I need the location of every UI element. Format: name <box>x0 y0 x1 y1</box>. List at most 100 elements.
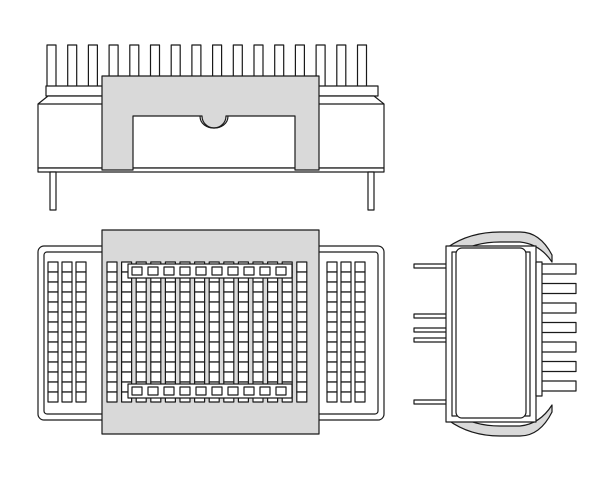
fin-cell <box>208 371 220 383</box>
side-view <box>37 44 385 211</box>
fin-cell <box>150 311 162 323</box>
fin-cell <box>296 301 308 313</box>
fin-cell <box>164 361 176 373</box>
fin-cell <box>326 341 338 353</box>
fin-cell <box>326 271 338 283</box>
fin-cell <box>106 331 118 343</box>
slot <box>275 386 287 396</box>
fin-cell <box>237 361 249 373</box>
fin-cell <box>208 301 220 313</box>
fin-cell <box>296 331 308 343</box>
fin-cell <box>47 291 59 303</box>
end-pin <box>413 327 449 333</box>
clip-slot-rows <box>127 263 293 399</box>
fin-cell <box>194 371 206 383</box>
fin-cell <box>354 281 366 293</box>
fin-cell <box>267 301 279 313</box>
fin-cell <box>252 361 264 373</box>
fin-cell <box>106 291 118 303</box>
fin-cell <box>61 381 73 393</box>
fin-cell <box>135 331 147 343</box>
fin-cell <box>135 291 147 303</box>
fin-cell <box>135 361 147 373</box>
fin-cell <box>326 371 338 383</box>
fin <box>336 44 347 88</box>
mounting-pin <box>49 171 57 211</box>
fin-cell <box>194 351 206 363</box>
fin-cell <box>106 371 118 383</box>
fin-cell <box>281 331 293 343</box>
fin-cell <box>106 261 118 273</box>
end-pins <box>413 263 449 405</box>
fin-cell <box>61 361 73 373</box>
top-view <box>37 229 385 435</box>
fin <box>356 44 368 88</box>
fin-cell <box>267 291 279 303</box>
mounting-pin <box>367 171 375 211</box>
fin-cell <box>237 281 249 293</box>
fin-cell <box>120 291 133 303</box>
fin-cell <box>106 311 118 323</box>
fin-cell <box>61 331 73 343</box>
end-heatsink-fins <box>535 261 577 397</box>
fin-cell <box>61 301 73 313</box>
fin-cell <box>179 331 191 343</box>
fin-spine <box>535 261 543 397</box>
fin-cell <box>106 351 118 363</box>
fin-cell <box>281 311 293 323</box>
fin-cell <box>120 351 133 363</box>
fin-cell <box>340 271 352 283</box>
fin-cell <box>135 351 147 363</box>
fin-cell <box>120 311 133 323</box>
fin-cell <box>194 361 206 373</box>
fin-cell <box>237 351 249 363</box>
fin-cell <box>106 341 118 353</box>
fin-cell <box>47 371 59 383</box>
end-fin <box>538 380 577 392</box>
fin-cell <box>223 321 235 333</box>
fin-cell <box>296 261 308 273</box>
fin-cell <box>75 291 87 303</box>
fin-cell <box>179 281 191 293</box>
fin-cell <box>296 291 308 303</box>
slot <box>179 386 191 396</box>
fin-cell <box>61 311 73 323</box>
fin-cell <box>75 371 87 383</box>
slot <box>147 386 159 396</box>
fin-cell <box>194 311 206 323</box>
fin-cell <box>326 381 338 393</box>
fin-cell <box>47 271 59 283</box>
fin-cell <box>354 331 366 343</box>
fin-cell <box>281 351 293 363</box>
fin-cell <box>296 341 308 353</box>
fin-cell <box>223 291 235 303</box>
fin-cell <box>106 301 118 313</box>
fin-cell <box>340 321 352 333</box>
fin-cell <box>252 281 264 293</box>
fin-cell <box>354 261 366 273</box>
fin-cell <box>135 321 147 333</box>
fin-cell <box>164 341 176 353</box>
slot <box>147 266 159 276</box>
fin-cell <box>179 301 191 313</box>
fin-cell <box>75 331 87 343</box>
fin-cell <box>237 331 249 343</box>
fin-cell <box>150 321 162 333</box>
slot <box>227 266 239 276</box>
fin-cell <box>150 331 162 343</box>
fin-cell <box>208 281 220 293</box>
fin <box>67 44 78 88</box>
fin-cell <box>326 281 338 293</box>
fin-cell <box>106 321 118 333</box>
slot <box>195 266 207 276</box>
fin-cell <box>340 361 352 373</box>
slot <box>227 386 239 396</box>
fin-cell <box>296 271 308 283</box>
fin-cell <box>194 301 206 313</box>
fin-cell <box>120 321 133 333</box>
fin-cell <box>135 281 147 293</box>
fin-cell <box>252 311 264 323</box>
fin-cell <box>354 361 366 373</box>
fin-cell <box>61 391 73 403</box>
